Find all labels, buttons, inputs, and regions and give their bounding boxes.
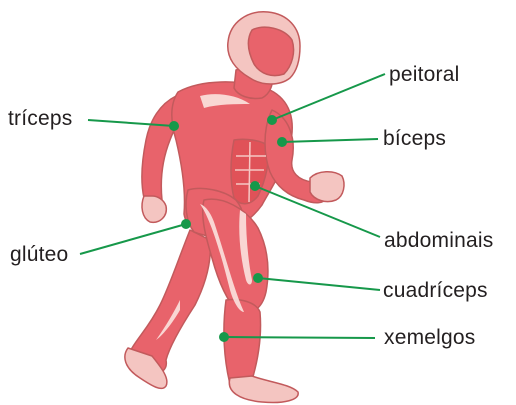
front-fist xyxy=(310,172,344,202)
pointer-dot-xemelgos xyxy=(220,333,228,341)
front-shin xyxy=(224,300,261,389)
pointer-line-cuadriceps xyxy=(258,278,380,290)
pointer-dot-abdominais xyxy=(251,182,259,190)
pointer-dot-biceps xyxy=(278,138,286,146)
label-biceps: bíceps xyxy=(383,128,446,149)
back-hand xyxy=(142,196,166,222)
label-gluteo: glúteo xyxy=(10,244,68,265)
label-abdominais: abdominais xyxy=(384,230,493,251)
pointer-line-biceps xyxy=(282,139,378,142)
back-leg xyxy=(130,230,211,373)
pointer-dot-cuadriceps xyxy=(254,274,262,282)
pointer-dot-gluteo xyxy=(182,220,190,228)
front-foot xyxy=(229,376,298,403)
pointer-dot-triceps xyxy=(170,122,178,130)
pointer-line-gluteo xyxy=(80,224,186,254)
pointer-dot-peitoral xyxy=(268,116,276,124)
label-xemelgos: xemelgos xyxy=(384,327,475,348)
label-peitoral: peitoral xyxy=(389,64,459,85)
label-cuadriceps: cuadríceps xyxy=(383,280,488,301)
pointer-line-xemelgos xyxy=(224,337,375,338)
pointer-line-peitoral xyxy=(272,74,385,120)
label-triceps: tríceps xyxy=(8,108,72,129)
